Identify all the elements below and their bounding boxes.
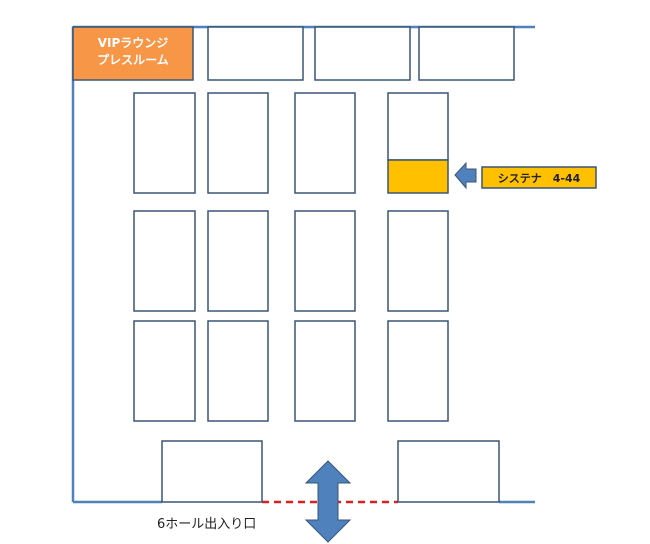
vip-label-line2: プレスルーム [97, 53, 169, 67]
booth[interactable] [133, 210, 196, 312]
booth[interactable] [418, 26, 515, 81]
entrance-label: 6ホール出入り口 [157, 517, 257, 532]
vip-lounge-label: VIPラウンジ プレスルーム [73, 35, 193, 69]
entrance-double-arrow-icon [304, 460, 352, 543]
booth[interactable] [207, 320, 269, 422]
vip-label-line1: VIPラウンジ [97, 36, 169, 50]
booth[interactable] [294, 210, 356, 312]
systena-label-box [481, 166, 597, 189]
booth[interactable] [294, 320, 356, 422]
booth[interactable] [161, 440, 263, 503]
booth[interactable] [387, 320, 449, 422]
booth[interactable] [314, 26, 411, 81]
booth[interactable] [397, 440, 500, 503]
booth[interactable] [133, 92, 196, 194]
booth[interactable] [207, 92, 269, 194]
booth[interactable] [387, 92, 449, 161]
pointer-arrow-icon [454, 161, 477, 190]
vip-lounge-booth[interactable] [72, 26, 194, 81]
systena-label: システナ 4-44 [497, 172, 581, 185]
booth[interactable] [387, 210, 449, 312]
booth[interactable] [207, 26, 304, 81]
booth[interactable] [207, 210, 269, 312]
booth[interactable] [294, 92, 356, 194]
systena-booth[interactable] [387, 159, 449, 194]
booth[interactable] [133, 320, 196, 422]
